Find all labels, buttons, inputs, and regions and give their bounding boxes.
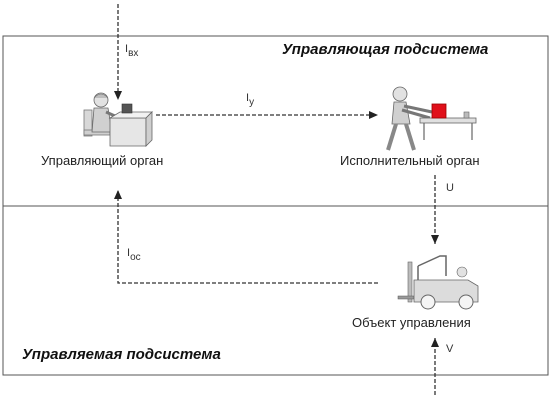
executive-body-label: Исполнительный орган bbox=[340, 153, 480, 168]
input-signal-subscript: вх bbox=[128, 48, 139, 59]
control-signal-main: I bbox=[246, 92, 250, 104]
forklift-icon bbox=[397, 255, 479, 310]
feedback-signal-main: I bbox=[127, 247, 131, 259]
controlled-subsystem-title: Управляемая подсистема bbox=[22, 346, 221, 363]
control-body-label: Управляющий орган bbox=[41, 153, 164, 168]
control-signal-label: Iу bbox=[246, 92, 254, 108]
input-signal-main: I bbox=[125, 43, 129, 55]
control-subsystem-title: Управляющая подсистема bbox=[282, 41, 489, 58]
action-signal-label: U bbox=[446, 182, 454, 194]
control-signal-subscript: у bbox=[249, 97, 255, 108]
input-signal-label: Iвх bbox=[125, 43, 138, 59]
feedback-signal-arrow bbox=[114, 190, 378, 284]
control-object-label: Объект управления bbox=[352, 315, 471, 330]
red-box-icon bbox=[431, 103, 447, 119]
office-worker-at-desk-icon bbox=[83, 92, 153, 147]
controlled-subsystem-frame bbox=[2, 205, 549, 376]
feedback-signal-subscript: ос bbox=[130, 252, 141, 263]
worker-at-workbench-icon bbox=[386, 86, 477, 151]
disturbance-label: V bbox=[446, 343, 454, 355]
feedback-signal-label: Iос bbox=[127, 247, 141, 263]
